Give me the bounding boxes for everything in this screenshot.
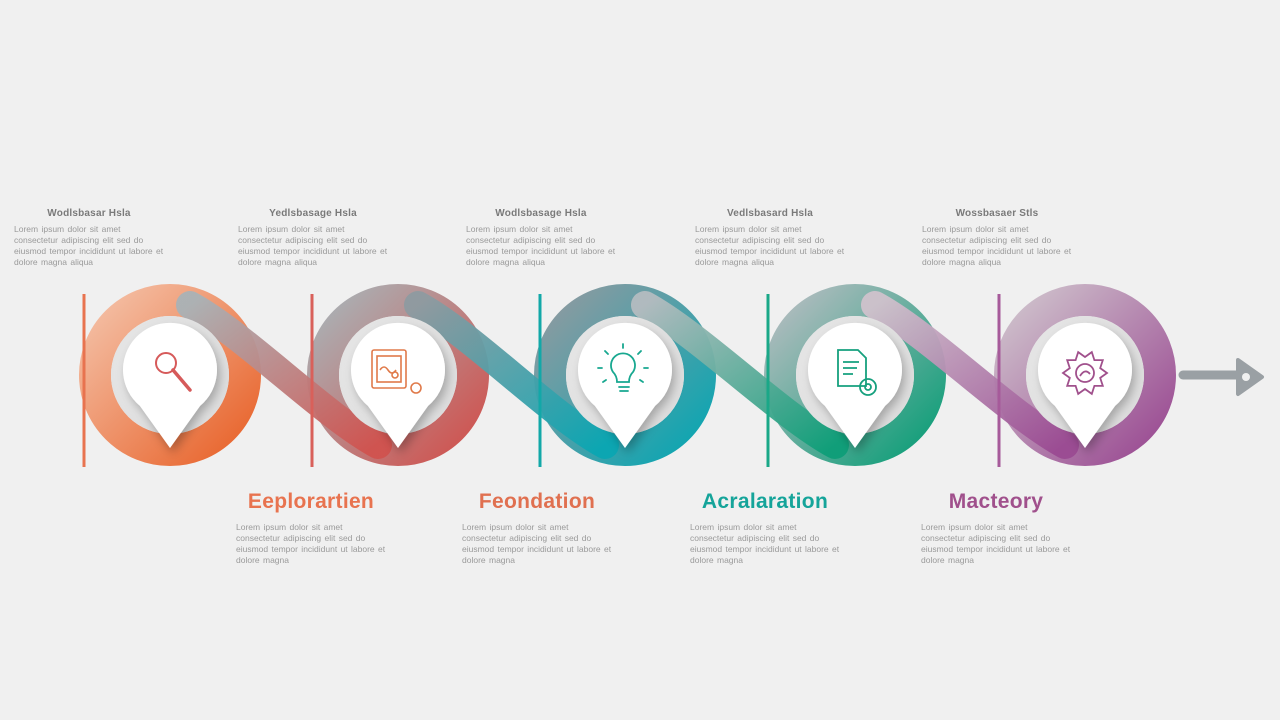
stage-title: Acralaration bbox=[701, 490, 829, 513]
top-label-title: Wodlsbasar Hsla bbox=[47, 208, 131, 219]
step-pins bbox=[111, 316, 1144, 448]
top-label-body: Lorem ipsum dolor sit amet consectetur a… bbox=[238, 224, 388, 267]
ribbon-loops bbox=[79, 284, 1176, 466]
stage-title: Eeplorartien bbox=[247, 490, 375, 513]
stage-description: Lorem ipsum dolor sit amet consectetur a… bbox=[462, 522, 612, 565]
ribbon-connector bbox=[404, 291, 619, 459]
top-label-title: Yedlsbasage Hsla bbox=[269, 208, 357, 219]
lightbulb-icon bbox=[597, 343, 649, 392]
stage-title: Feondation bbox=[478, 490, 596, 513]
top-label-body: Lorem ipsum dolor sit amet consectetur a… bbox=[14, 224, 164, 267]
ribbon-connector bbox=[631, 291, 849, 459]
top-label-body: Lorem ipsum dolor sit amet consectetur a… bbox=[922, 224, 1072, 267]
top-label-5: Wossbasaer Stls Lorem ipsum dolor sit am… bbox=[922, 208, 1072, 268]
gear-icon bbox=[1061, 350, 1109, 396]
stage-title: Macteory bbox=[948, 490, 1044, 513]
top-label-body: Lorem ipsum dolor sit amet consectetur a… bbox=[695, 224, 845, 267]
top-label-2: Yedlsbasage Hsla Lorem ipsum dolor sit a… bbox=[238, 208, 388, 268]
top-label-3: Wodlsbasage Hsla Lorem ipsum dolor sit a… bbox=[466, 208, 616, 268]
map-pin-marker bbox=[1038, 322, 1132, 448]
ribbon-loop bbox=[534, 284, 716, 466]
ribbon-loop bbox=[79, 284, 261, 466]
blueprint-icon bbox=[371, 349, 422, 394]
ribbon-loop bbox=[307, 284, 489, 466]
arrow-end bbox=[1178, 358, 1264, 396]
map-pin-marker bbox=[578, 322, 672, 448]
top-label-title: Wossbasaer Stls bbox=[955, 208, 1039, 219]
top-label-title: Wodlsbasage Hsla bbox=[495, 208, 587, 219]
map-pin-marker bbox=[122, 322, 217, 448]
map-pin-marker bbox=[350, 322, 445, 448]
top-label-title: Vedlsbasard Hsla bbox=[726, 208, 814, 219]
stage-description: Lorem ipsum dolor sit amet consectetur a… bbox=[921, 522, 1071, 565]
bottom-label-mastery: Macteory Lorem ipsum dolor sit amet cons… bbox=[921, 490, 1071, 566]
bottom-label-foundation: Feondation Lorem ipsum dolor sit amet co… bbox=[462, 490, 612, 566]
ribbon-connectors bbox=[176, 291, 1079, 459]
ribbon-loop bbox=[994, 284, 1176, 466]
top-label-1: Wodlsbasar Hsla Lorem ipsum dolor sit am… bbox=[14, 208, 164, 268]
stage-description: Lorem ipsum dolor sit amet consectetur a… bbox=[690, 522, 840, 565]
stage-dividers bbox=[82, 294, 1001, 467]
ribbon-loop bbox=[764, 284, 946, 466]
bottom-label-acceleration: Acralaration Lorem ipsum dolor sit amet … bbox=[690, 490, 840, 566]
document-gear-icon bbox=[837, 349, 877, 396]
top-label-body: Lorem ipsum dolor sit amet consectetur a… bbox=[466, 224, 616, 267]
ribbon-connector bbox=[176, 291, 392, 459]
bottom-label-exploration: Eeplorartien Lorem ipsum dolor sit amet … bbox=[236, 490, 386, 566]
ribbon-connector bbox=[861, 291, 1079, 459]
top-label-4: Vedlsbasard Hsla Lorem ipsum dolor sit a… bbox=[695, 208, 845, 268]
stage-description: Lorem ipsum dolor sit amet consectetur a… bbox=[236, 522, 386, 565]
magnifier-icon bbox=[155, 352, 192, 392]
